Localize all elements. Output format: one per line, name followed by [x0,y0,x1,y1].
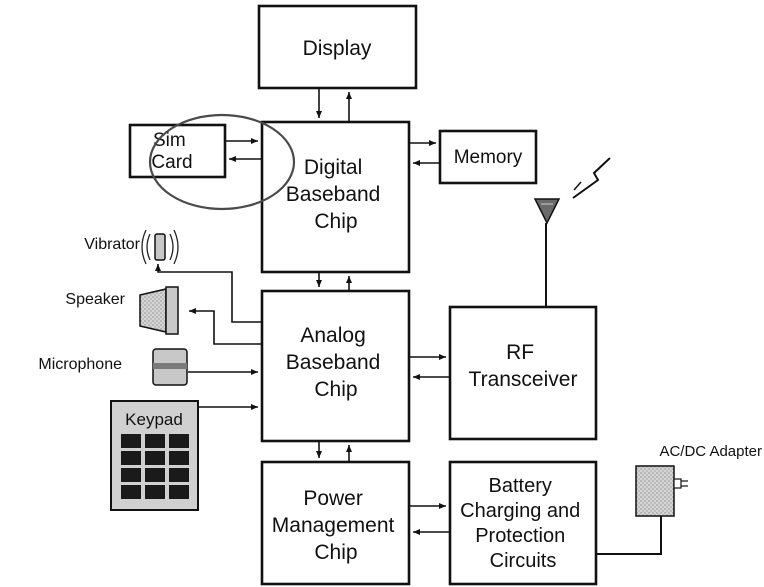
digital-baseband-line3: Chip [314,210,357,233]
svg-text:Microphone: Microphone [38,356,122,373]
keypad-key [121,434,141,448]
svg-text:Speaker: Speaker [65,291,125,308]
keypad-key [145,485,165,499]
vibrator-peripheral: Vibrator [84,229,179,265]
rf-transceiver-line1: RF [506,341,534,364]
speaker-peripheral: Speaker [65,286,179,335]
antenna-icon [533,198,561,225]
svg-text:Analog Baseband Ch: Analog Baseband Chip [286,324,386,401]
sim-card-label-line2: Card [151,152,192,173]
digital-baseband-line1: Digital [304,156,362,179]
power-management-block: Power Management Chip [260,460,411,586]
keypad-grid-icon [121,434,189,499]
keypad-key [145,434,165,448]
svg-text:Keypad: Keypad [125,410,183,429]
keypad-key [169,468,189,482]
sim-card-block: Sim Card [128,123,227,179]
svg-text:AC/DC Adapter: AC/DC Adapter [659,443,762,460]
analog-baseband-line2: Baseband [286,351,381,374]
display-block: Display [257,4,418,90]
power-management-line3: Chip [314,541,357,564]
lightning-icon [572,157,611,199]
rf-transceiver-block: RF Transceiver [448,305,598,441]
speaker-label: Speaker [65,291,125,308]
microphone-peripheral: Microphone [38,348,188,386]
display-label: Display [303,37,372,60]
keypad-key [121,485,141,499]
sim-highlight-circle [148,113,296,211]
svg-text:RF Transceiver: RF Transceiver [469,341,578,391]
keypad-key [121,468,141,482]
digital-baseband-line2: Baseband [286,183,381,206]
keypad-key [169,434,189,448]
analog-baseband-line3: Chip [314,378,357,401]
battery-charging-line4: Circuits [490,550,557,572]
memory-label: Memory [454,147,523,168]
svg-text:Memory: Memory [454,147,523,168]
keypad-key [121,451,141,465]
microphone-label: Microphone [38,356,122,373]
svg-text:Sim Card: Sim Card [151,130,192,173]
keypad-block: Keypad [110,400,199,511]
battery-charging-line1: Battery [489,475,552,497]
speaker-icon [139,286,179,335]
analog-baseband-block: Analog Baseband Chip [260,289,411,443]
keypad-key [169,451,189,465]
battery-charging-line2: Charging and [460,500,580,522]
battery-charging-block: Battery Charging and Protection Circuits [448,460,598,586]
svg-text:Digital Baseband C: Digital Baseband Chip [286,156,386,233]
microphone-icon [152,348,188,386]
adapter-label: AC/DC Adapter [659,443,762,460]
power-management-line2: Management [272,514,395,537]
svg-text:Battery Charging and: Battery Charging and Protection Circuits [460,475,586,572]
connections [155,88,662,555]
svg-text:Vibrator: Vibrator [84,236,140,253]
rf-transceiver-line2: Transceiver [469,368,578,391]
keypad-label: Keypad [125,410,183,429]
analog-baseband-line1: Analog [300,324,365,347]
digital-baseband-block: Digital Baseband Chip [260,120,411,274]
svg-text:Display: Display [303,37,372,60]
battery-charging-line3: Protection [475,525,565,547]
vibrator-label: Vibrator [84,236,140,253]
keypad-key [145,468,165,482]
keypad-key [169,485,189,499]
vibrator-icon [141,229,179,265]
keypad-key [145,451,165,465]
adapter-icon [635,465,688,517]
memory-block: Memory [438,129,538,185]
adapter-peripheral: AC/DC Adapter [635,443,762,517]
power-management-line1: Power [303,487,363,510]
svg-text:Power Management C: Power Management Chip [272,487,400,564]
